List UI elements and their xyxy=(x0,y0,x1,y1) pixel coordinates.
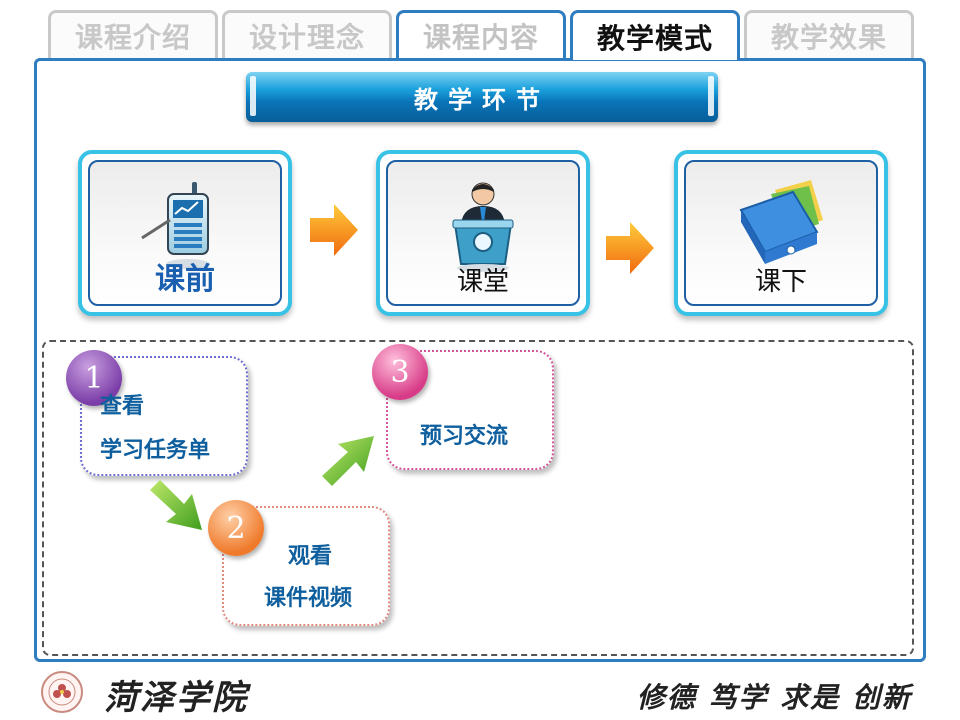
step-number-2: 2 xyxy=(208,500,264,556)
section-banner: 教学环节 xyxy=(246,72,718,122)
tab-teaching-effect[interactable]: 教学效果 xyxy=(744,10,914,58)
school-motto: 修德 笃学 求是 创新 xyxy=(636,681,912,714)
tab-course-content[interactable]: 课程内容 xyxy=(396,10,566,58)
school-name: 菏泽学院 xyxy=(104,678,248,718)
stage-label-pre-class: 课前 xyxy=(155,262,215,297)
stage-card-after-class[interactable]: 课下 xyxy=(674,150,888,316)
step-number-3: 3 xyxy=(372,344,428,400)
stage-label-after-class: 课下 xyxy=(754,267,807,297)
orange-arrow-icon xyxy=(310,204,358,256)
stage-card-pre-class[interactable]: 课前 xyxy=(78,150,292,316)
teacher-podium-icon xyxy=(443,180,523,276)
blue-folder-icon xyxy=(731,180,831,276)
step-number-1: 1 xyxy=(66,350,122,406)
step-2-line1: 观看 xyxy=(288,544,333,569)
banner-title: 教学环节 xyxy=(414,85,550,114)
step-1-line1: 查看 xyxy=(100,394,145,419)
orange-arrow-icon xyxy=(606,222,654,274)
stage-label-in-class: 课堂 xyxy=(456,267,509,297)
tab-course-intro[interactable]: 课程介绍 xyxy=(48,10,218,58)
smartphone-icon xyxy=(140,180,230,276)
tab-design-concept[interactable]: 设计理念 xyxy=(222,10,392,58)
green-arrow-down-right-icon xyxy=(150,480,202,530)
tab-bar: 课程介绍 设计理念 课程内容 教学模式 教学效果 xyxy=(48,10,914,60)
steps-area xyxy=(42,340,914,656)
step-1-line2: 学习任务单 xyxy=(100,438,211,463)
step-3-line1: 预习交流 xyxy=(420,424,509,449)
stage-card-in-class[interactable]: 课堂 xyxy=(376,150,590,316)
step-2-line2: 课件视频 xyxy=(264,586,353,611)
university-seal-icon xyxy=(41,671,83,713)
tab-teaching-mode[interactable]: 教学模式 xyxy=(570,10,740,60)
green-arrow-up-right-icon xyxy=(322,436,374,486)
